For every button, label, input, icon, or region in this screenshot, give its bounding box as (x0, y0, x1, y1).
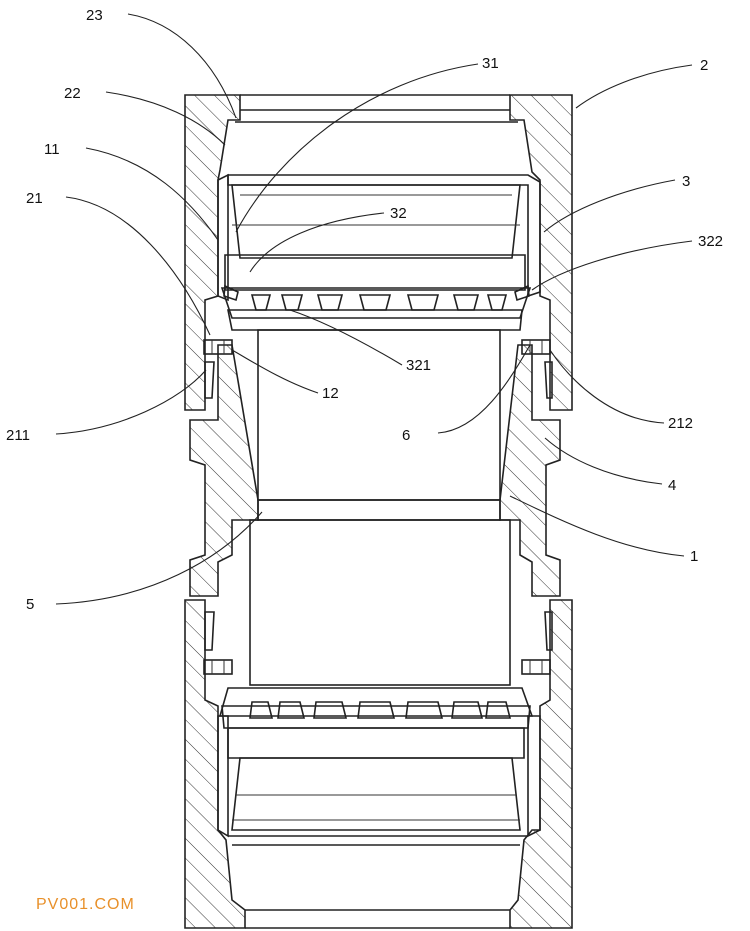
label-4: 4 (668, 477, 676, 494)
label-6: 6 (402, 427, 410, 444)
label-21: 21 (26, 190, 43, 207)
label-32: 32 (390, 205, 407, 222)
label-1: 1 (690, 548, 698, 565)
label-3: 3 (682, 173, 690, 190)
label-2: 2 (700, 57, 708, 74)
label-31: 31 (482, 55, 499, 72)
seal-rings (203, 339, 553, 675)
label-321: 321 (406, 357, 431, 374)
label-23: 23 (86, 7, 103, 24)
label-11: 11 (44, 141, 60, 158)
lower-bearing (217, 687, 541, 846)
label-12: 12 (322, 385, 339, 402)
leader-lines (55, 13, 693, 605)
center-bore (249, 329, 511, 686)
outer-housing-2 (184, 94, 573, 929)
label-5: 5 (26, 596, 34, 613)
label-322: 322 (698, 233, 723, 250)
label-211: 211 (6, 427, 30, 444)
watermark: PV001.COM (36, 896, 135, 913)
label-212: 212 (668, 415, 693, 432)
shaft-4 (189, 344, 561, 597)
part-labels: 23 22 11 21 211 31 32 2 3 322 321 12 6 2… (6, 7, 723, 613)
label-22: 22 (64, 85, 81, 102)
upper-bearing (217, 173, 541, 331)
